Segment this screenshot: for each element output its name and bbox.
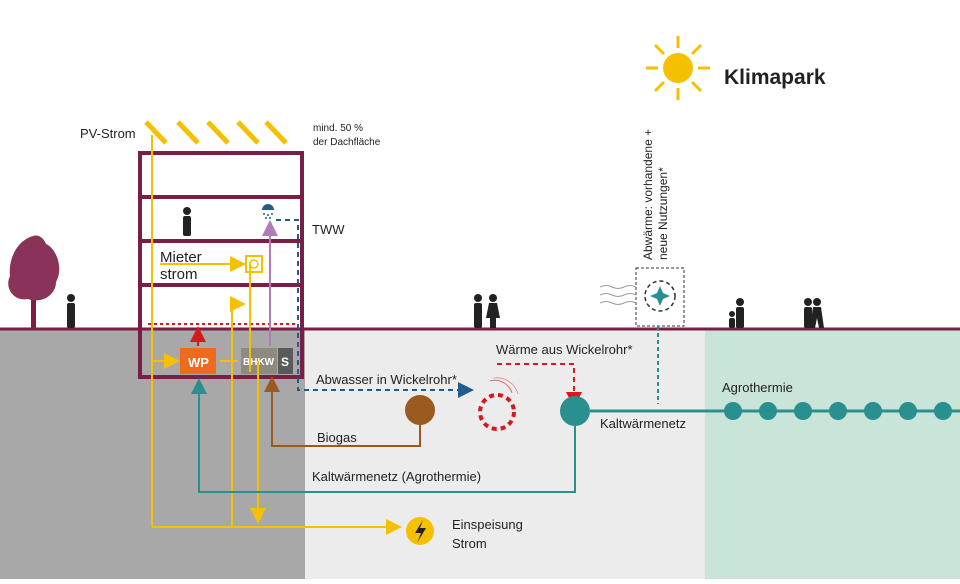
- label-abwasser: Abwasser in Wickelrohr*: [316, 372, 457, 387]
- person-icon: [729, 298, 744, 328]
- lightning-icon: [406, 517, 434, 545]
- waerme-line: [497, 363, 582, 408]
- label-strom: strom: [160, 266, 198, 283]
- shower-icon: [262, 204, 274, 219]
- label-wp: WP: [188, 355, 209, 370]
- label-einspeisung-strom: Strom: [452, 536, 487, 551]
- person-icon: [474, 294, 500, 328]
- sun-icon: [646, 36, 710, 100]
- person-icon: [67, 294, 75, 328]
- label-s: S: [281, 355, 289, 369]
- kaltwaermenetz-line: [191, 378, 576, 493]
- label-agrothermie: Agrothermie: [722, 380, 793, 395]
- strom-lines: [151, 135, 402, 535]
- socket-icon: [245, 255, 263, 273]
- label-abwaerme-2: neue Nutzungen*: [656, 167, 670, 260]
- agrothermie-collectors: [724, 402, 952, 420]
- person-icon: [183, 207, 191, 236]
- solar-panel-icon: [144, 120, 288, 145]
- wp-box: [180, 348, 216, 374]
- label-kaltwaermenetz: Kaltwärmenetz: [600, 416, 686, 431]
- exhaust-heat-icon: [599, 267, 685, 327]
- label-pv-strom: PV-Strom: [80, 126, 136, 141]
- ground-zone-street: [305, 330, 705, 579]
- label-biogas: Biogas: [317, 430, 357, 445]
- label-einspeisung: Einspeisung: [452, 517, 523, 532]
- label-roof-note-1: mind. 50 %: [313, 123, 363, 134]
- label-waerme-wickelrohr: Wärme aus Wickelrohr*: [496, 342, 633, 357]
- building: [138, 151, 304, 379]
- ground-zone-agrothermie: [705, 330, 960, 579]
- heat-exchanger: [560, 396, 590, 426]
- diagram-title: Klimapark: [724, 66, 826, 89]
- label-abwaerme-1: Abwärme: vorhandene +: [641, 129, 655, 260]
- storage-box: [278, 348, 293, 374]
- tree-icon: [8, 235, 60, 329]
- abwasser-line: [276, 219, 474, 398]
- biogas-tank: [405, 395, 435, 425]
- label-tww: TWW: [312, 222, 345, 237]
- wickelrohr-icon: [478, 377, 519, 431]
- biogas-line: [264, 376, 421, 447]
- label-roof-note-2: der Dachfläche: [313, 137, 381, 148]
- label-kaltwaermenetz-agro: Kaltwärmenetz (Agrothermie): [312, 469, 481, 484]
- person-icon: [804, 298, 824, 328]
- label-mieter: Mieter: [160, 249, 202, 266]
